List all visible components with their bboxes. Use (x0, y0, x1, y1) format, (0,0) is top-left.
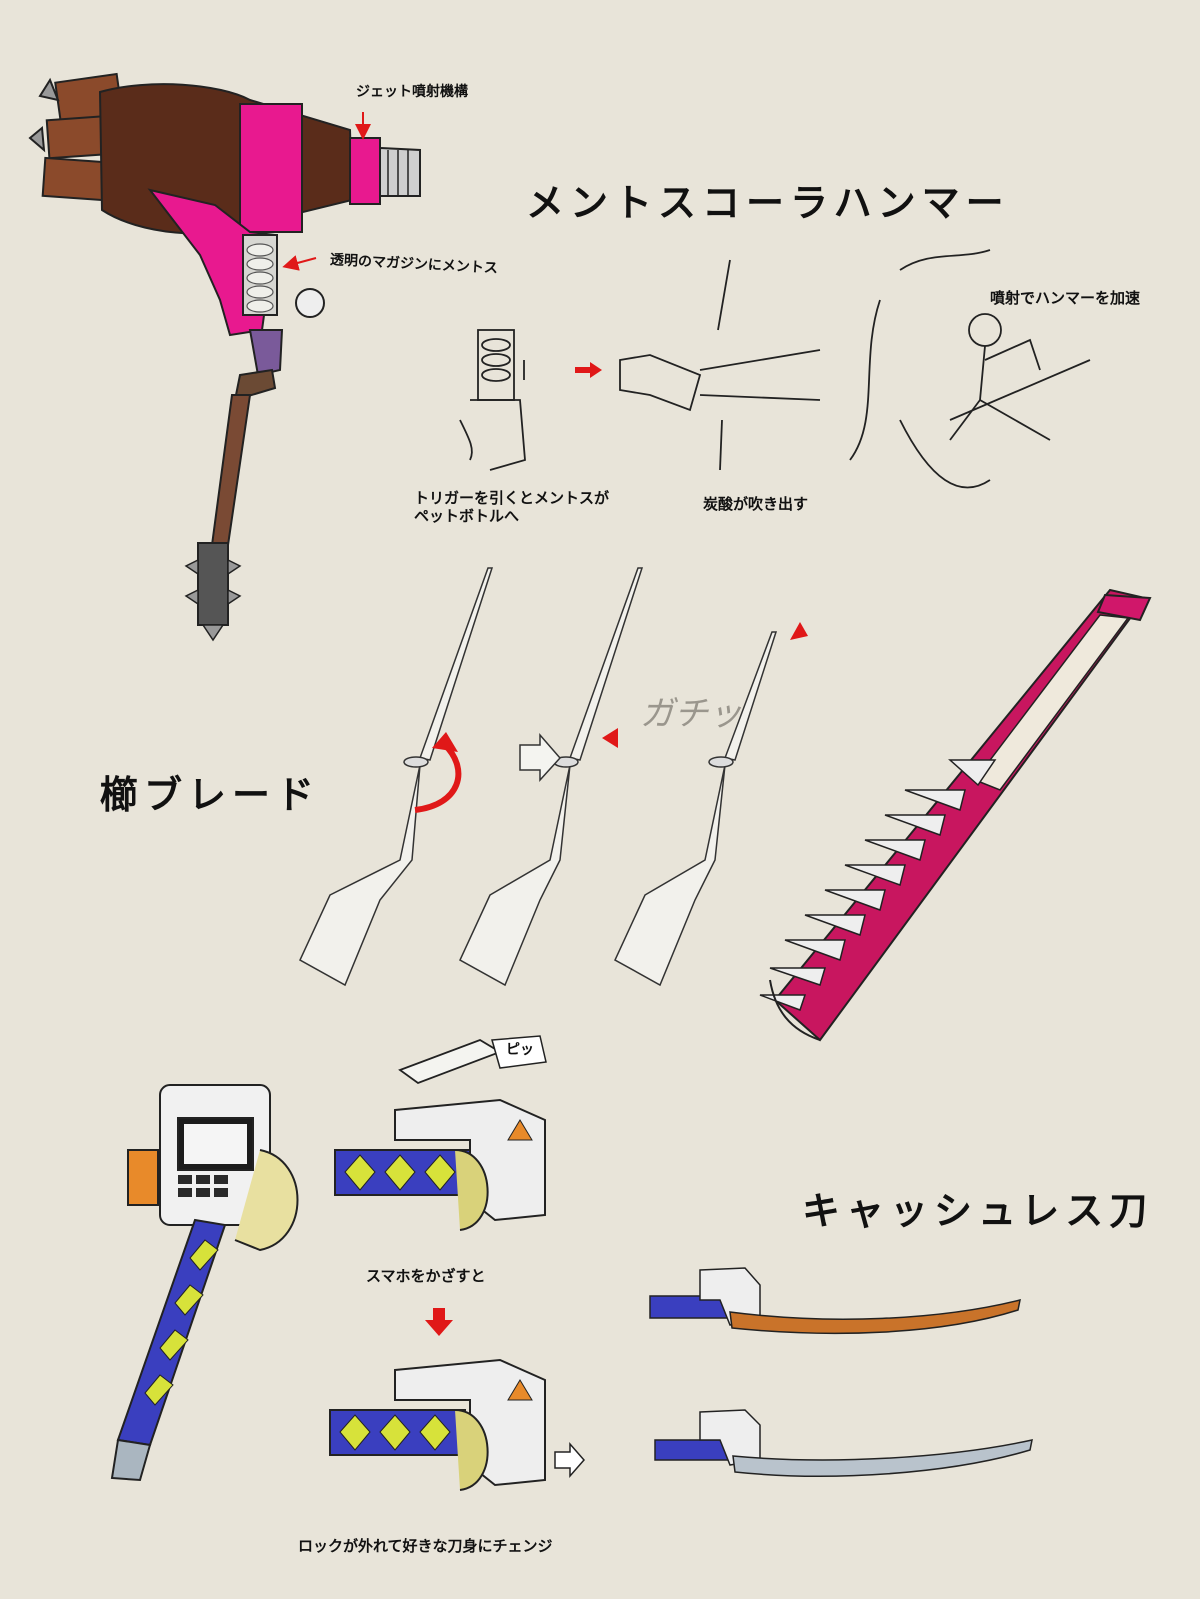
cashless-katana-drawing (110, 1035, 1033, 1491)
accelerate-label: 噴射でハンマーを加速 (990, 289, 1141, 307)
trigger-label-line2: ペットボトルへ (414, 507, 520, 525)
hammer-title: メントスコーラハンマー (526, 180, 1010, 225)
unlock-label: ロックが外れて好きな刀身にチェンジ (298, 1537, 553, 1555)
phone-label: スマホをかざすと (366, 1267, 486, 1285)
cashless-title: キャッシュレス刀 (802, 1188, 1154, 1233)
mechanism-sequence-drawing (459, 249, 1091, 489)
trigger-label-line1: トリガーを引くとメントスが (414, 489, 610, 507)
comb-sfx: ガチッ (640, 694, 742, 734)
comb-title: 櫛ブレード (100, 772, 321, 817)
comb-blade-drawing (299, 567, 1152, 1042)
carbonation-label: 炭酸が吹き出す (703, 495, 809, 513)
mentos-cola-hammer-drawing (28, 72, 421, 642)
beep-sfx: ピッ (506, 1042, 534, 1058)
jet-label: ジェット噴射機構 (356, 84, 468, 100)
